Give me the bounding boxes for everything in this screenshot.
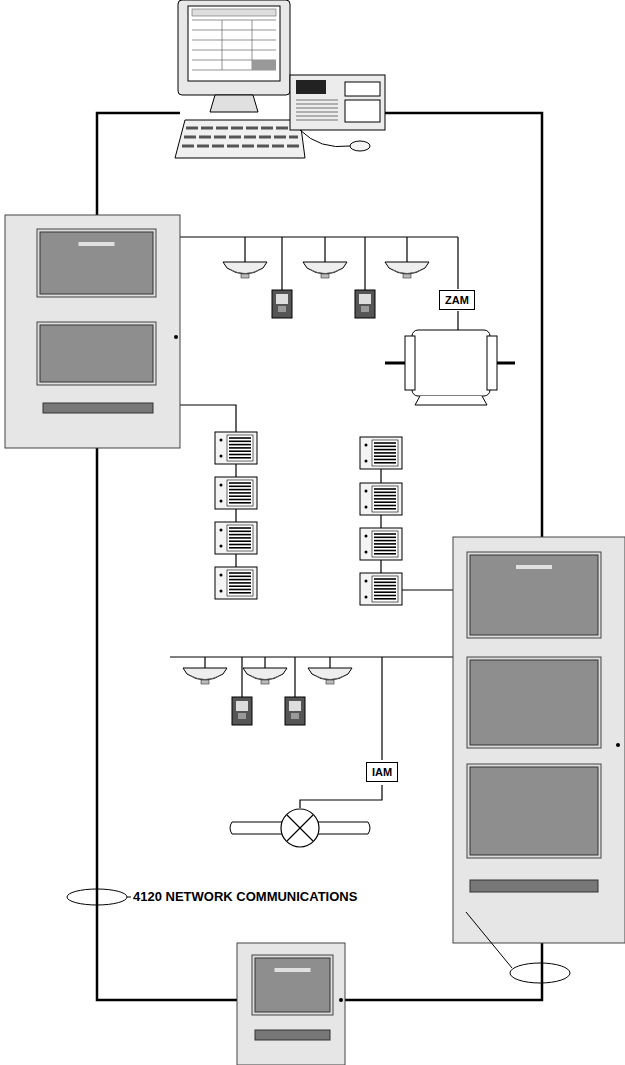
wire [180,405,236,432]
workstation [175,0,385,158]
manual-pull-station [285,697,305,725]
wire [381,657,382,760]
control-module [360,437,402,469]
smoke-detector [385,262,429,278]
smoke-detector [183,668,227,684]
module-box: ZAM [439,290,475,310]
network-label: 4120 NETWORK COMMUNICATIONS [131,889,359,905]
control-module [215,477,257,509]
module-box: IAM [366,762,398,782]
wire [406,237,407,262]
wire [402,589,453,590]
control-module [360,483,402,515]
wire [235,554,236,567]
control-module [215,432,257,464]
wire [364,237,365,290]
network-loop [345,943,542,1000]
leader-line [466,912,512,968]
smoke-detector [308,668,352,684]
fire-alarm-panel [237,943,345,1065]
control-module [360,528,402,560]
fire-alarm-panel [453,537,625,943]
wire [457,237,458,289]
valve [230,809,370,847]
wire [180,236,458,237]
wire [235,509,236,522]
control-module [360,573,402,605]
wire [204,657,205,668]
callout-ellipse [510,963,570,983]
wire [241,657,242,697]
wire [235,464,236,477]
wire [300,785,382,808]
manual-pull-station [232,697,252,725]
wire [324,237,325,262]
wire [380,515,381,529]
manual-pull-station [272,290,292,318]
wire [170,656,453,657]
fan-motor [385,330,515,405]
wire [264,657,265,668]
control-module [215,567,257,599]
smoke-detector [303,262,347,278]
wire [380,469,381,483]
smoke-detector [243,668,287,684]
manual-pull-station [355,290,375,318]
wire [281,237,282,290]
network-loop [385,113,542,537]
smoke-detector [223,262,267,278]
wire [380,560,381,574]
callout-ellipse [67,889,127,905]
wire [329,657,330,668]
wire [244,237,245,262]
control-module [215,522,257,554]
module-label: ZAM [445,293,469,307]
wire [457,311,458,330]
module-label: IAM [372,765,392,779]
fire-alarm-panel [5,215,180,448]
wire [294,657,295,697]
